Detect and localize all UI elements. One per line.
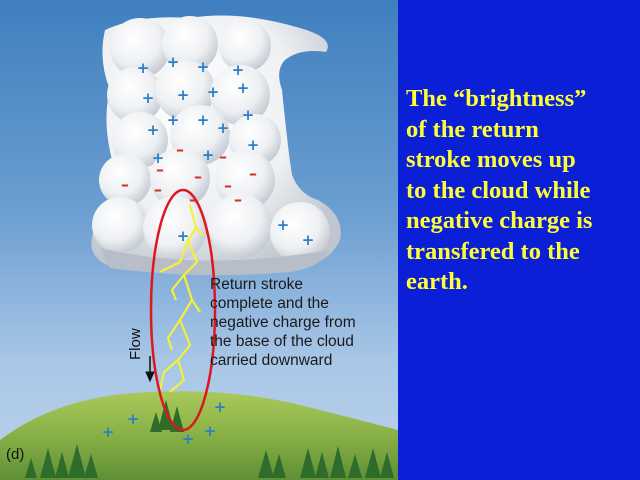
positive-charge: +	[147, 121, 160, 139]
statement-line: negative charge is	[406, 207, 593, 234]
negative-charge: –	[154, 180, 162, 199]
positive-charge: +	[177, 86, 190, 104]
positive-charge: +	[102, 423, 115, 441]
statement-line: transfered to the	[406, 237, 580, 265]
positive-charge: +	[247, 136, 260, 154]
positive-charge: +	[214, 398, 227, 416]
statement-line: The “brightness”	[406, 85, 587, 112]
hillside	[0, 391, 398, 480]
negative-charge: –	[194, 167, 202, 186]
positive-charge: +	[137, 59, 150, 77]
statement-line: to the cloud while	[406, 176, 591, 204]
caption-line: carried downward	[210, 352, 333, 369]
statement-line: stroke moves up	[406, 146, 576, 173]
positive-charge: +	[197, 111, 210, 129]
lightning-bolt	[158, 204, 205, 393]
statement-line: of the return	[406, 115, 539, 143]
positive-charge: +	[277, 216, 290, 234]
trees	[25, 400, 394, 478]
highlight-ellipse	[149, 188, 217, 432]
positive-charge: +	[232, 61, 245, 79]
positive-charge: +	[242, 106, 255, 124]
statement-line: earth.	[406, 268, 468, 295]
positive-charge: +	[182, 430, 195, 448]
positive-charge: +	[127, 410, 140, 428]
caption-line: the base of the cloud	[210, 333, 354, 350]
caption-line: negative charge from	[210, 314, 356, 331]
figure-caption: Return stroke complete and the negative …	[210, 275, 398, 370]
positive-charges: ++++++++++++++++++++++++	[102, 53, 315, 448]
positive-charge: +	[204, 422, 217, 440]
positive-charge: +	[167, 111, 180, 129]
thunderstorm-illustration: ++++++++++++++++++++++++ –––––––––– Flow…	[0, 0, 398, 480]
caption-line: complete and the	[210, 295, 329, 312]
positive-charge: +	[207, 83, 220, 101]
positive-charge: +	[202, 146, 215, 164]
positive-charge: +	[237, 79, 250, 97]
positive-charge: +	[302, 231, 315, 249]
panel-label: (d)	[6, 446, 25, 463]
illustration-drawing: ++++++++++++++++++++++++ ––––––––––	[0, 15, 398, 480]
negative-charge: –	[219, 147, 227, 166]
flow-label: Flow	[127, 328, 144, 360]
flow-arrow	[145, 356, 155, 383]
positive-charge: +	[167, 53, 180, 71]
positive-charge: +	[217, 119, 230, 137]
caption-line: Return stroke	[210, 276, 304, 293]
negative-charges: ––––––––––	[121, 140, 257, 209]
negative-charge: –	[189, 190, 197, 209]
negative-charge: –	[224, 176, 232, 195]
negative-charge: –	[249, 164, 257, 183]
slide-statement: The “brightness” of the return stroke mo…	[406, 84, 636, 298]
negative-charge: –	[176, 140, 184, 159]
negative-charge: –	[234, 190, 242, 209]
positive-charge: +	[152, 149, 165, 167]
thundercloud	[91, 15, 341, 276]
positive-charge: +	[142, 89, 155, 107]
negative-charge: –	[156, 160, 164, 179]
positive-charge: +	[197, 58, 210, 76]
negative-charge: –	[121, 175, 129, 194]
positive-charge: +	[177, 227, 190, 245]
